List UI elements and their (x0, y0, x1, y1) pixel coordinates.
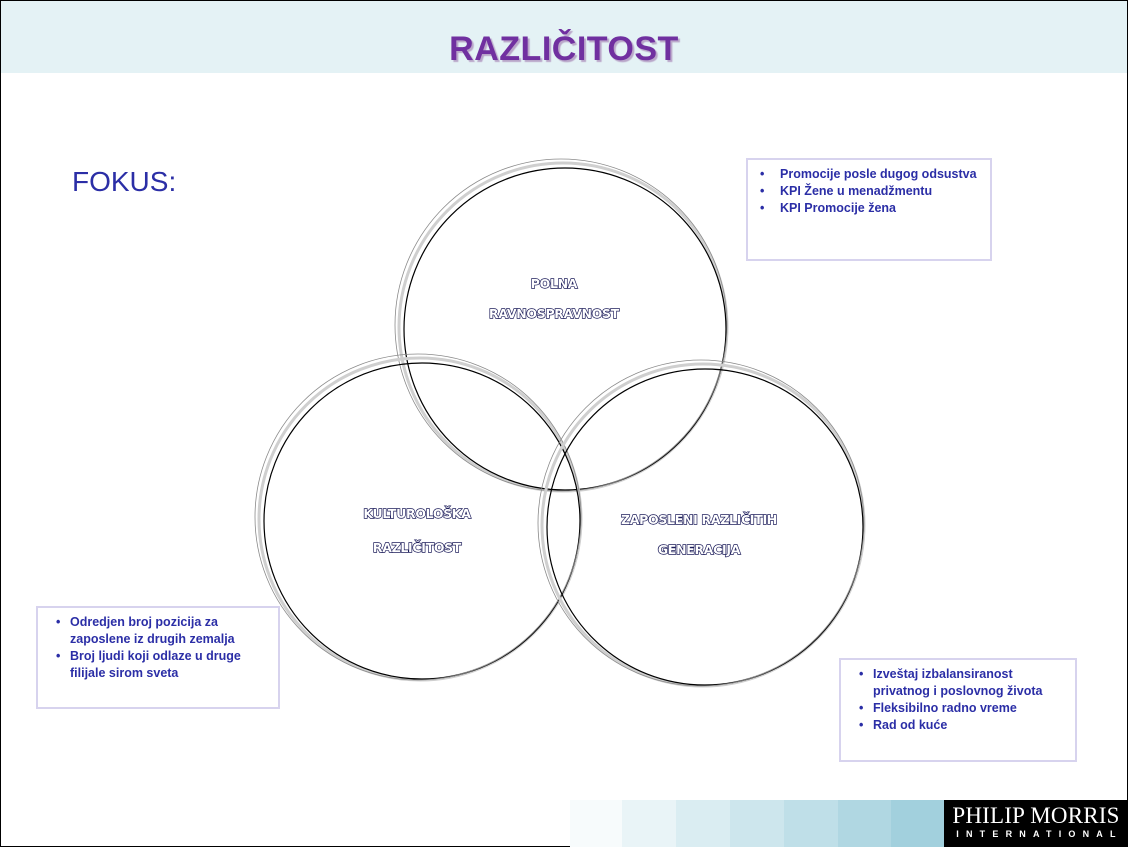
strip-block (676, 800, 730, 847)
circle-left-label-line1: KULTUROLOŠKA (363, 506, 471, 521)
strip-block (891, 800, 944, 847)
strip-block (784, 800, 838, 847)
decorative-color-strip (570, 800, 944, 847)
logo-sub-text: INTERNATIONAL (956, 829, 1123, 839)
slide-title: RAZLIČITOST (449, 30, 679, 68)
circle-top (394, 158, 729, 493)
circle-left-label-line2: RAZLIČITOST (373, 540, 462, 555)
strip-block (838, 800, 891, 847)
note-right-item: Izveštaj izbalansiranost privatnog i pos… (851, 666, 1065, 700)
note-top-item: Promocije posle dugog odsustva (758, 166, 980, 183)
note-right-item: Rad od kuće (851, 717, 1065, 734)
note-right-item: Fleksibilno radno vreme (851, 700, 1065, 717)
philip-morris-logo: PHILIP MORRIS INTERNATIONAL (944, 800, 1128, 847)
circle-left (254, 353, 583, 682)
strip-block (570, 800, 622, 847)
note-top-item: KPI Žene u menadžmentu (758, 183, 980, 200)
note-box-left: Odredjen broj pozicija za zaposlene iz d… (36, 606, 280, 709)
fokus-label: FOKUS: (72, 166, 177, 197)
note-top-item: KPI Promocije žena (758, 200, 980, 217)
note-left-item: Odredjen broj pozicija za zaposlene iz d… (48, 614, 268, 648)
strip-block (730, 800, 784, 847)
logo-main-text: PHILIP MORRIS (952, 803, 1120, 828)
circle-right (537, 359, 866, 688)
circle-top-label-line1: POLNA (531, 276, 578, 291)
circle-right-label-line2: GENERACIJA (658, 542, 741, 557)
header-band (1, 1, 1127, 73)
strip-block (622, 800, 676, 847)
note-box-top: Promocije posle dugog odsustva KPI Žene … (746, 158, 992, 261)
note-box-right: Izveštaj izbalansiranost privatnog i pos… (839, 658, 1077, 762)
circle-top-label-line2: RAVNOSPRAVNOST (489, 306, 620, 321)
circle-right-label-line1: ZAPOSLENI RAZLIČITIH (621, 512, 777, 527)
note-left-item: Broj ljudi koji odlaze u druge filijale … (48, 648, 268, 682)
